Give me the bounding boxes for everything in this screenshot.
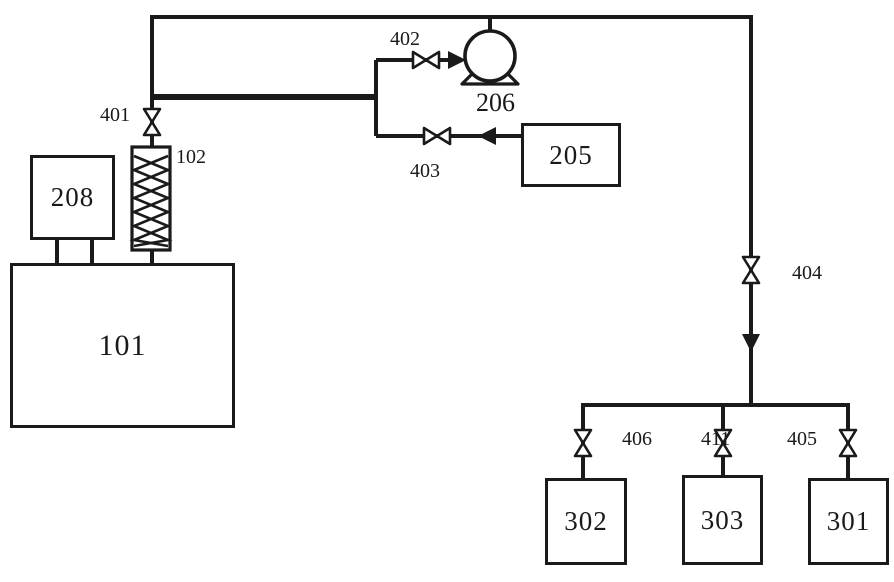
valve-label-401: 401 xyxy=(100,104,130,127)
unit-box-101: 101 xyxy=(10,263,235,428)
unit-box-303: 303 xyxy=(682,475,763,565)
arrow-left-403-icon xyxy=(478,127,496,145)
pump-label-206: 206 xyxy=(476,88,515,118)
unit-label-101: 101 xyxy=(99,329,147,363)
arrow-down-404-icon xyxy=(742,334,760,352)
unit-label-302: 302 xyxy=(564,506,608,537)
coil-label-102: 102 xyxy=(176,146,206,169)
valve-label-402: 402 xyxy=(390,28,420,51)
unit-label-303: 303 xyxy=(701,505,745,536)
valve-402-icon xyxy=(413,52,439,68)
valve-label-405: 405 xyxy=(787,428,817,451)
valve-405-icon xyxy=(840,430,856,456)
valve-label-404: 404 xyxy=(792,262,822,285)
valve-406-icon xyxy=(575,430,591,456)
valve-403-icon xyxy=(424,128,450,144)
valve-label-411: 411 xyxy=(701,428,730,451)
valve-401-icon xyxy=(144,109,160,135)
unit-label-205: 205 xyxy=(549,140,593,171)
unit-box-208: 208 xyxy=(30,155,115,240)
unit-box-302: 302 xyxy=(545,478,627,565)
unit-box-301: 301 xyxy=(808,478,889,565)
unit-box-205: 205 xyxy=(521,123,621,187)
valve-404-icon xyxy=(743,257,759,283)
unit-label-208: 208 xyxy=(51,182,95,213)
coil-102-icon xyxy=(132,147,170,250)
unit-label-301: 301 xyxy=(827,506,871,537)
valve-label-403: 403 xyxy=(410,160,440,183)
valve-label-406: 406 xyxy=(622,428,652,451)
pump-206-icon xyxy=(462,31,518,84)
pipe-top-right xyxy=(152,17,751,405)
